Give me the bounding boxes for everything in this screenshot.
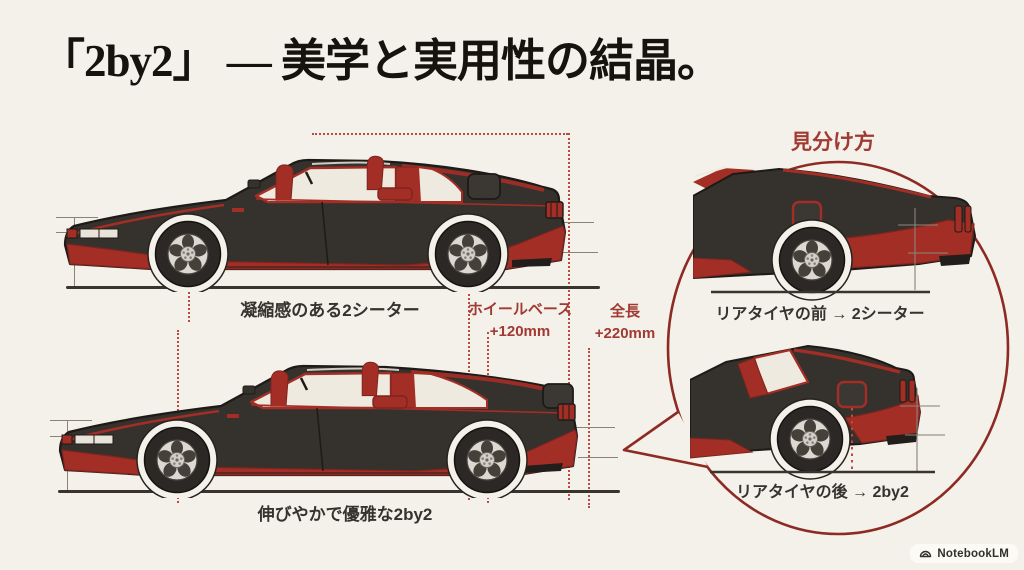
two-by-two-caption: 伸びやかで優雅な2by2	[257, 505, 433, 524]
wheelbase-label: ホイールベース	[467, 301, 573, 318]
dotted-line-length-bottom	[588, 348, 590, 508]
tick	[50, 420, 92, 421]
two-seater-rear-closeup	[693, 166, 976, 301]
two-seater-illustration	[63, 155, 567, 292]
tick	[556, 252, 598, 253]
callout-bubble	[622, 160, 1010, 536]
tick	[552, 222, 594, 223]
tick	[50, 436, 70, 437]
overall-length-label: 全長	[609, 303, 640, 320]
two-by-two-rear-closeup	[690, 345, 945, 480]
wheelbase-annotation: ホイールベース +120mm	[460, 299, 580, 343]
dotted-line-length-top	[568, 133, 570, 500]
rear-rule-label: リアタイヤの後 → 2by2	[736, 484, 909, 501]
tick	[56, 232, 76, 233]
notebooklm-logo-icon	[920, 550, 932, 558]
tick	[56, 217, 98, 218]
page-title: 「2by2」 — 美学と実用性の結晶。	[40, 36, 722, 86]
brand-name: NotebookLM	[937, 547, 1009, 560]
front-rule-label: リアタイヤの前 → 2シーター	[715, 306, 925, 323]
tick	[575, 427, 615, 428]
dotted-line-roof	[312, 133, 568, 135]
two-by-two-illustration	[58, 361, 579, 498]
ground-line-top	[66, 286, 600, 289]
brand-watermark: NotebookLM	[910, 544, 1018, 563]
callout-heading: 見分け方	[791, 130, 875, 154]
two-seater-caption: 凝縮感のある2シーター	[240, 301, 420, 320]
overall-length-annotation: 全長 +220mm	[580, 301, 670, 345]
wheelbase-value: +120mm	[489, 322, 551, 340]
overall-length-value: +220mm	[594, 324, 656, 342]
tick	[578, 457, 618, 458]
ground-line-bottom	[58, 490, 620, 493]
